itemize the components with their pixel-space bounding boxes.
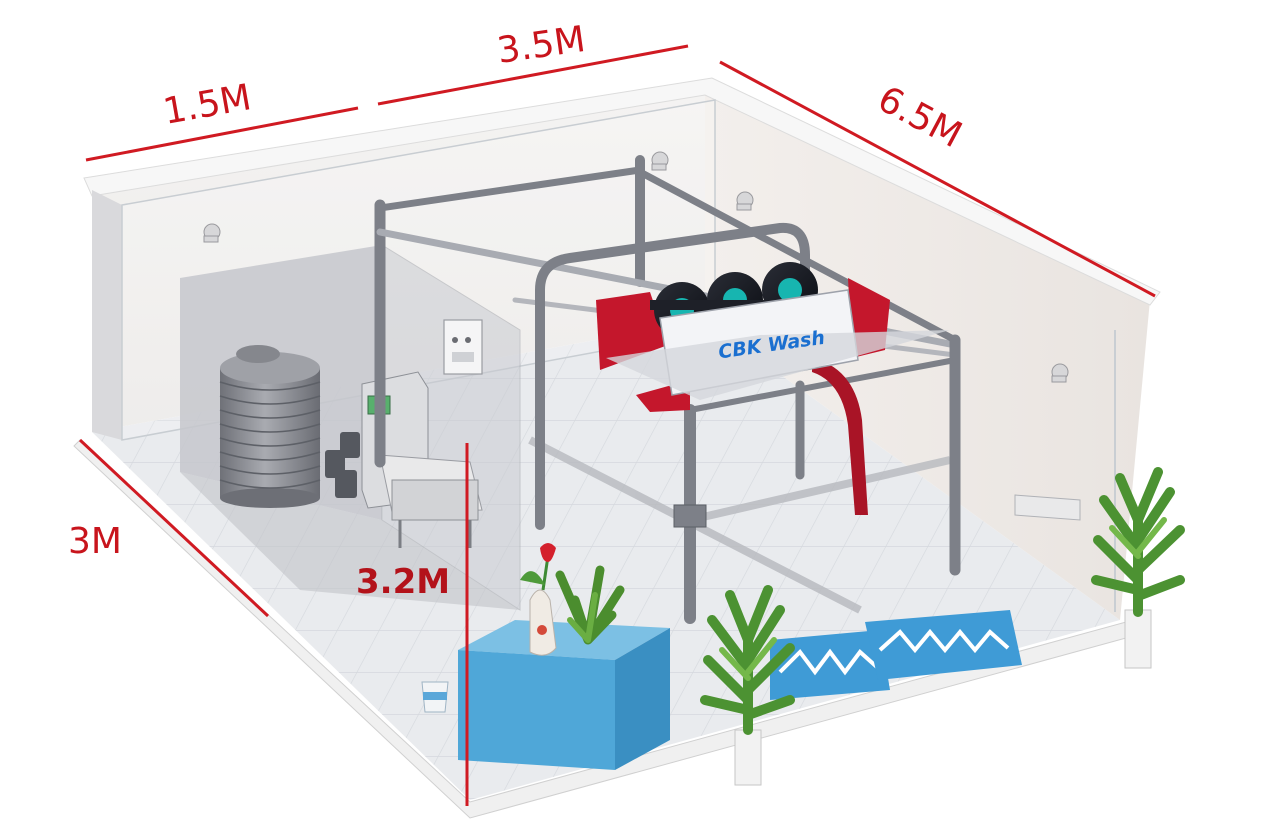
machine-red-frame (596, 292, 668, 370)
potted-plant (700, 585, 795, 786)
dimension-label-bay-width: 3.5M (495, 19, 588, 72)
floor-mats (770, 610, 1022, 700)
dimension-label-height: 3.2M (356, 562, 450, 602)
potted-plant (1091, 467, 1185, 669)
wall-lamps (203, 151, 1069, 383)
dimension-line-length (719, 60, 1156, 298)
reception-box (458, 620, 670, 770)
tulip-vase (520, 543, 557, 656)
electrical-box (443, 319, 483, 375)
wash-arm (812, 358, 868, 515)
left-side-wall (92, 190, 122, 440)
dimension-label-depth: 3M (68, 521, 122, 562)
chemical-barrels (325, 432, 360, 498)
bucket (421, 681, 449, 713)
back-wall-right (705, 90, 1150, 620)
machine-base (606, 330, 950, 400)
floor-mat (770, 630, 890, 700)
lamp-icon (1051, 363, 1069, 383)
floor-mat (865, 610, 1022, 680)
dimension-line-left-width (85, 106, 359, 162)
lamp-icon (651, 151, 669, 171)
potted-plant (555, 565, 625, 645)
post-sign (673, 504, 707, 528)
dimension-line-depth (78, 438, 270, 618)
wash-machine: CBK Wash (596, 262, 950, 515)
water-tank (219, 345, 321, 508)
lamp-icon (203, 223, 221, 243)
dimension-label-left-width: 1.5M (160, 77, 254, 133)
dimension-line-bay-width (377, 44, 689, 106)
dimension-label-length: 6.5M (871, 79, 968, 157)
lamp-icon (736, 191, 754, 211)
wall-drain (1014, 494, 1081, 521)
dimension-lines (78, 44, 1156, 806)
